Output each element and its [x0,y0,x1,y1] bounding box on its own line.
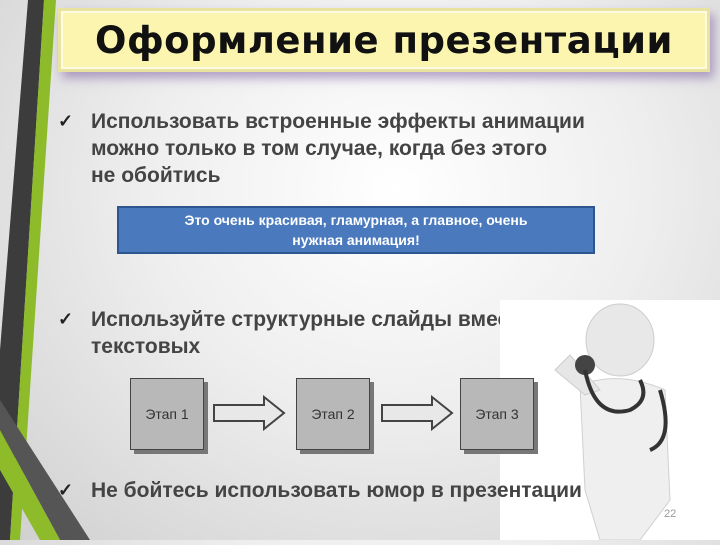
bullet-2-line-2: текстовых [91,335,201,358]
slide-title-box: Оформление презентации [58,8,710,72]
check-icon: ✓ [58,309,74,329]
animation-callout: Это очень красивая, гламурная, а главное… [117,206,595,254]
bullet-1: ✓ Использовать встроенные эффекты анимац… [58,108,585,189]
step-2-box: Этап 2 [296,378,370,450]
check-icon: ✓ [58,111,74,131]
bullet-1-line-2: можно только в том случае, когда без это… [91,137,548,160]
step-3-box: Этап 3 [460,378,534,450]
bullet-3-line-1: Не бойтесь использовать юмор в презентац… [91,479,582,502]
arrow-right-icon [381,395,454,431]
bullet-2-line-1: Используйте структурные слайды вместо [91,308,532,331]
bullet-1-line-1: Использовать встроенные эффекты анимации [91,110,585,133]
check-icon: ✓ [58,480,74,500]
bullet-2-text: Используйте структурные слайды вместо те… [91,306,532,360]
bullet-1-text: Использовать встроенные эффекты анимации… [91,108,585,189]
arrow-right-icon [213,395,286,431]
slide-title: Оформление презентации [95,18,673,62]
bullet-3: ✓ Не бойтесь использовать юмор в презент… [58,477,582,504]
callout-line-2: нужная анимация! [292,232,420,248]
bullet-2: ✓ Используйте структурные слайды вместо … [58,306,532,360]
page-number: 22 [664,508,677,520]
bullet-3-text: Не бойтесь использовать юмор в презентац… [91,477,582,504]
step-1-box: Этап 1 [130,378,204,450]
bullet-1-line-3: не обойтись [91,164,221,187]
callout-line-1: Это очень красивая, гламурная, а главное… [184,212,528,228]
